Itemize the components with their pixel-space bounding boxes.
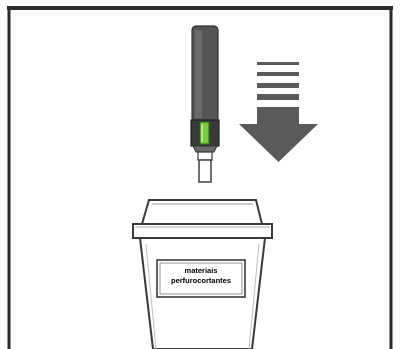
container-label-line1: materiais bbox=[161, 266, 241, 276]
container-label: materiais perfurocortantes bbox=[161, 266, 241, 286]
container-label-line2: perfurocortantes bbox=[161, 276, 241, 286]
down-arrow-icon bbox=[239, 62, 318, 162]
injection-pen-icon bbox=[191, 26, 219, 182]
